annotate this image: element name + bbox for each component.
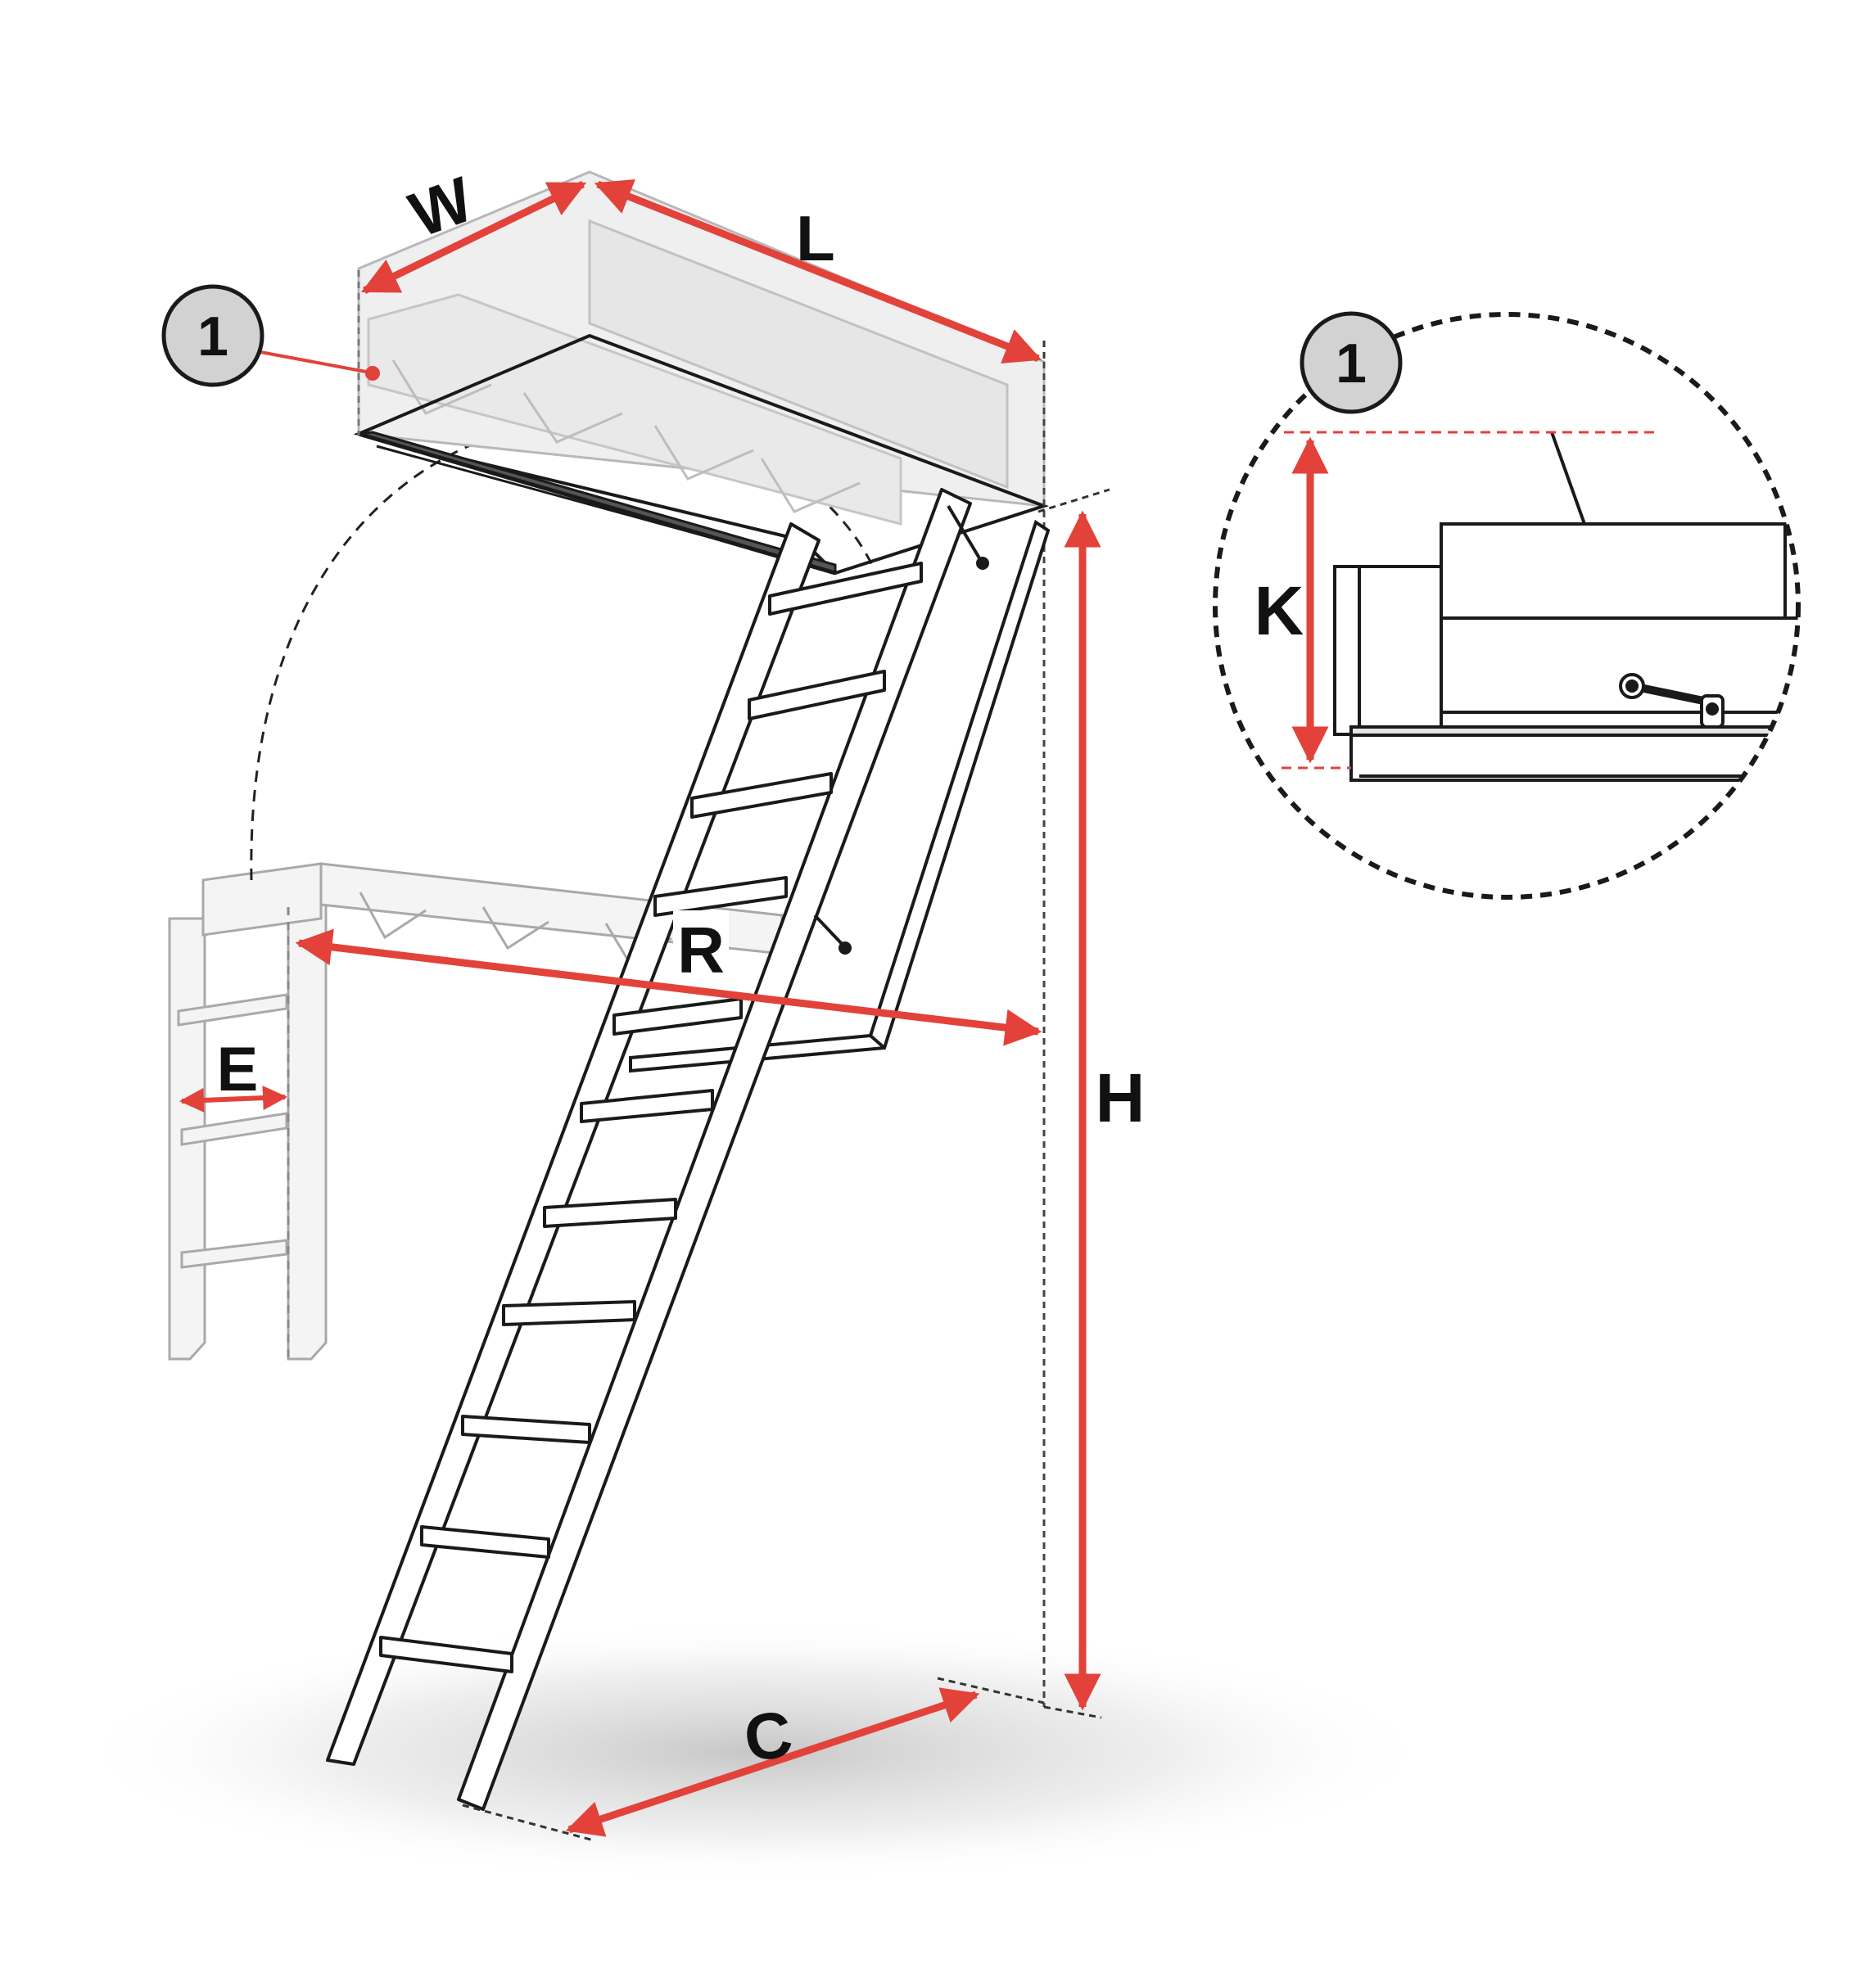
callout-badge-detail: 1	[1300, 311, 1403, 414]
dimension-E-line	[179, 1086, 287, 1113]
label-R-background	[673, 910, 729, 979]
ladder	[326, 488, 989, 1811]
label-C: C	[739, 1697, 797, 1776]
callout-badge-main-text: 1	[197, 305, 228, 368]
callout-leader-dot	[365, 366, 380, 381]
callout-leader	[260, 350, 371, 374]
callout-badge-main: 1	[161, 284, 264, 387]
label-K: K	[1254, 572, 1304, 649]
label-R: R	[677, 914, 725, 986]
dimension-W-line	[360, 180, 587, 295]
dimension-extension-lines	[462, 337, 1110, 1842]
dimension-R-line	[295, 928, 1042, 1046]
label-H: H	[1096, 1059, 1146, 1136]
dimension-C-line	[565, 1687, 980, 1837]
dimension-lines	[179, 178, 1101, 1837]
callout-badge-detail-text: 1	[1336, 332, 1367, 395]
detail-view: K	[1213, 312, 1801, 900]
dimension-L-line	[594, 178, 1042, 364]
label-E: E	[217, 1035, 259, 1104]
label-L: L	[796, 202, 835, 274]
